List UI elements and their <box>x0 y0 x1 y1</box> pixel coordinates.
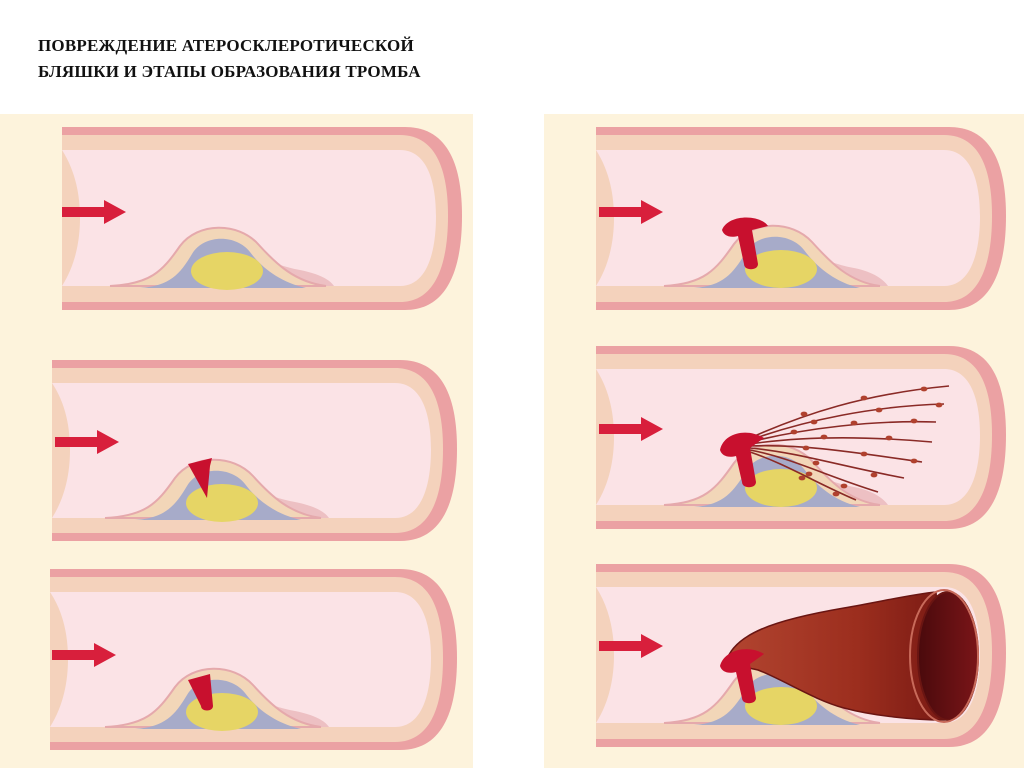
vessel-lumen <box>596 369 980 505</box>
stage-4 <box>596 127 1006 310</box>
plaque-lipid-core <box>745 687 817 725</box>
stage-2 <box>52 360 457 541</box>
plaque-lipid-core <box>745 250 817 288</box>
plaque-lipid-core <box>191 252 263 290</box>
title-line-1: ПОВРЕЖДЕНИЕ АТЕРОСКЛЕРОТИЧЕСКОЙ <box>38 36 414 55</box>
title-line-2: БЛЯШКИ И ЭТАПЫ ОБРАЗОВАНИЯ ТРОМБА <box>38 62 421 81</box>
blood-flow-arrow <box>62 200 126 224</box>
plaque-fissure <box>188 458 212 498</box>
fibrin-network <box>749 385 950 501</box>
platelet-plug <box>720 649 764 704</box>
occlusive-thrombus <box>725 591 945 721</box>
blood-flow-arrow <box>599 200 663 224</box>
vessel-lumen <box>62 150 436 286</box>
stage-5 <box>596 346 1006 529</box>
platelet-plug <box>722 217 768 270</box>
blood-flow-arrow <box>599 417 663 441</box>
stage-1 <box>62 127 462 310</box>
vessel-lumen <box>52 383 431 518</box>
stage-3 <box>50 569 457 750</box>
stage-6 <box>596 564 1006 747</box>
page-title: ПОВРЕЖДЕНИЕ АТЕРОСКЛЕРОТИЧЕСКОЙ БЛЯШКИ И… <box>38 33 421 85</box>
plaque-lipid-core <box>186 693 258 731</box>
blood-flow-arrow <box>599 634 663 658</box>
blood-flow-arrow <box>55 430 119 454</box>
blood-flow-arrow <box>52 643 116 667</box>
vessel-lumen <box>50 592 431 727</box>
fibrin-platelets <box>790 386 943 497</box>
platelet-plug <box>720 432 764 488</box>
vessel-lumen <box>596 150 980 286</box>
stage-panel-right <box>544 114 1024 768</box>
platelet-plug <box>188 674 213 711</box>
stage-panel-left <box>0 114 473 768</box>
plaque-lipid-core <box>186 484 258 522</box>
thrombus-rim-highlight <box>909 589 979 723</box>
